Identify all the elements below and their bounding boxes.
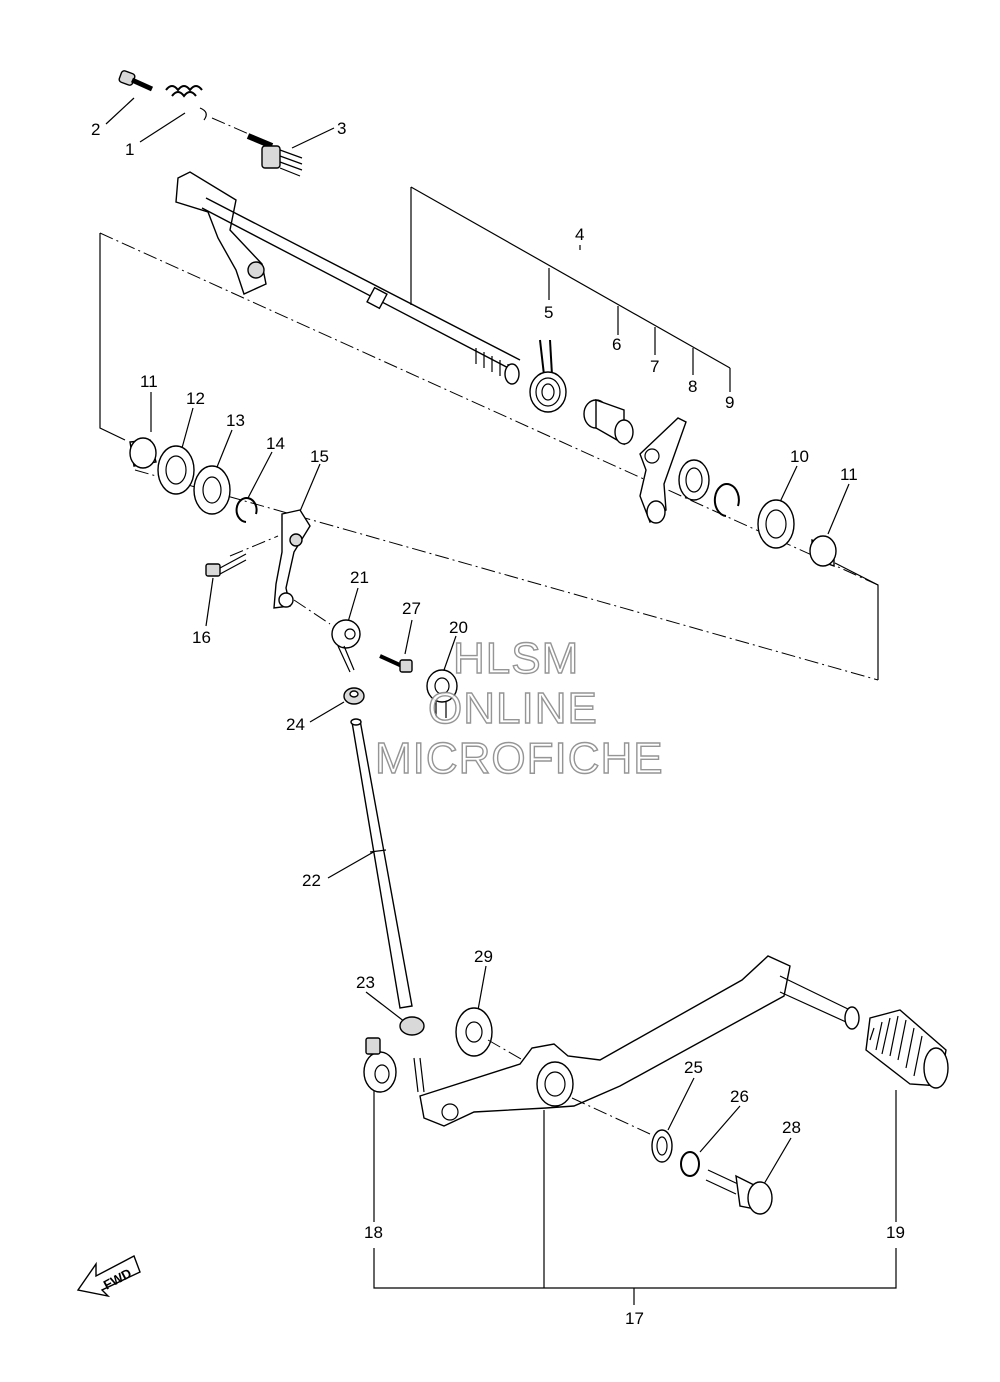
callout-21[interactable]: 21 [350, 568, 369, 587]
bolt-2 [118, 70, 154, 92]
watermark: HLSM ONLINE MICROFICHE [374, 633, 664, 783]
callout-10[interactable]: 10 [790, 447, 809, 466]
callout-4[interactable]: 4 [575, 225, 584, 244]
callout-2[interactable]: 2 [91, 120, 100, 139]
bearing-11-left [129, 437, 157, 469]
callout-11-right[interactable]: 11 [840, 465, 858, 484]
joint-20 [426, 669, 458, 718]
callout-12[interactable]: 12 [186, 389, 205, 408]
fwd-label: FWD [101, 1265, 134, 1292]
washer-25 [651, 1129, 673, 1163]
fwd-arrow-icon: FWD [76, 1255, 141, 1298]
callout-25[interactable]: 25 [684, 1058, 703, 1077]
bolt-28 [705, 1169, 773, 1215]
nut-23 [399, 1016, 425, 1036]
nut-24 [343, 687, 365, 705]
circlip-14 [235, 497, 258, 523]
pivot-18 [363, 1037, 397, 1093]
callout-6[interactable]: 6 [612, 335, 621, 354]
bolt-16 [205, 553, 247, 577]
bearing-11-right [809, 535, 837, 567]
callout-1[interactable]: 1 [125, 140, 134, 159]
callout-9[interactable]: 9 [725, 393, 734, 412]
rod-22 [350, 718, 413, 1009]
callout-17[interactable]: 17 [625, 1309, 644, 1328]
leader-lines [105, 97, 850, 1185]
callout-8[interactable]: 8 [688, 377, 697, 396]
shift-pedal-19 [419, 955, 949, 1127]
washer-8 [678, 459, 710, 501]
callout-14[interactable]: 14 [266, 434, 285, 453]
assembly-frame [99, 186, 897, 1305]
callout-5[interactable]: 5 [544, 303, 553, 322]
joint-21 [331, 619, 361, 673]
callout-27[interactable]: 27 [402, 599, 421, 618]
callout-28[interactable]: 28 [782, 1118, 801, 1137]
watermark-line-1: HLSM [453, 634, 579, 683]
oil-seal-13 [193, 465, 231, 515]
callout-7[interactable]: 7 [650, 357, 659, 376]
callout-22[interactable]: 22 [302, 871, 321, 890]
callout-23[interactable]: 23 [356, 973, 375, 992]
callout-29[interactable]: 29 [474, 947, 493, 966]
circlip-9 [713, 483, 740, 517]
watermark-line-3: MICROFICHE [375, 734, 664, 783]
spring-5 [529, 339, 567, 413]
callout-19[interactable]: 19 [886, 1223, 905, 1242]
callout-13[interactable]: 13 [226, 411, 245, 430]
stud-3 [246, 133, 303, 177]
callout-20[interactable]: 20 [449, 618, 468, 637]
callout-labels: 1 2 3 4 5 6 7 8 9 10 11 11 12 13 14 15 1… [91, 119, 905, 1328]
shift-arm-15 [273, 509, 311, 609]
shift-arm-7 [639, 417, 687, 524]
washer-29 [455, 1007, 493, 1057]
bolt-23-stud [413, 1057, 425, 1093]
callout-11-left[interactable]: 11 [140, 372, 158, 391]
spring-1 [165, 85, 207, 121]
circlip-26 [680, 1151, 700, 1177]
washer-10 [757, 499, 795, 549]
callout-24[interactable]: 24 [286, 715, 305, 734]
bolt-27 [379, 654, 413, 673]
watermark-line-2: ONLINE [428, 684, 598, 733]
collar-12 [157, 445, 195, 495]
callout-18[interactable]: 18 [364, 1223, 383, 1242]
callout-26[interactable]: 26 [730, 1087, 749, 1106]
callout-16[interactable]: 16 [192, 628, 211, 647]
callout-3[interactable]: 3 [337, 119, 346, 138]
shift-shaft-4 [175, 171, 521, 385]
collar-6 [583, 399, 634, 446]
callout-15[interactable]: 15 [310, 447, 329, 466]
